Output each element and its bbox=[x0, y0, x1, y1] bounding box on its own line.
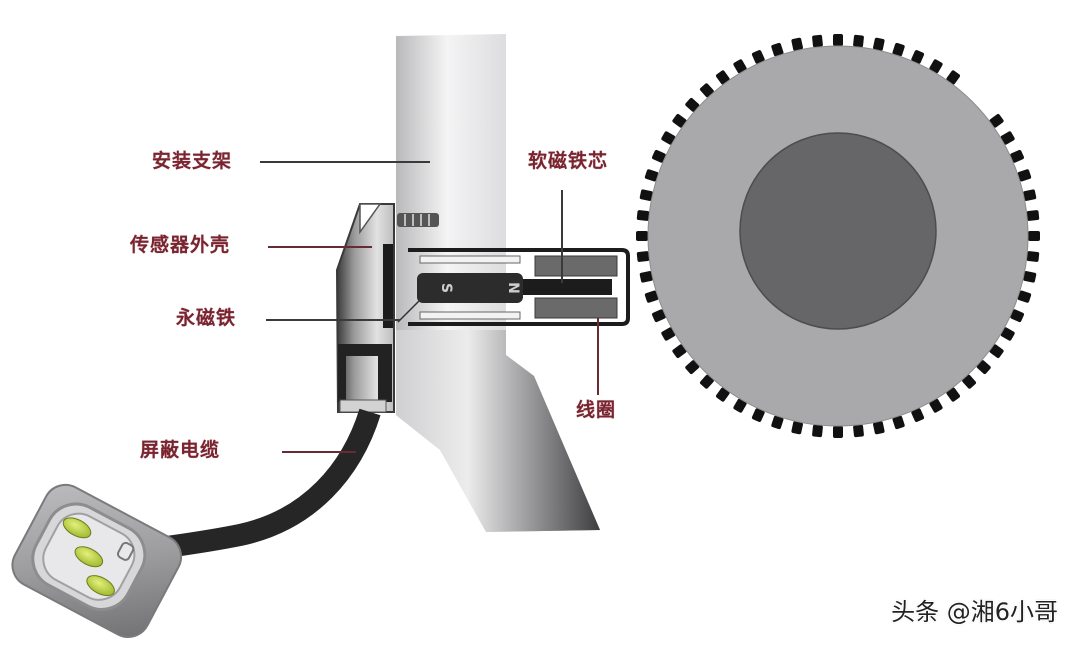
wheel-tooth bbox=[873, 37, 885, 51]
label-sensor-housing: 传感器外壳 bbox=[130, 234, 231, 256]
wheel-tooth bbox=[946, 70, 960, 85]
wheel-tooth bbox=[661, 131, 676, 145]
wheel-tooth bbox=[644, 290, 659, 303]
north-pole-label: N bbox=[505, 282, 521, 294]
wheel-tooth bbox=[929, 59, 943, 74]
wheel-tooth bbox=[833, 426, 843, 438]
wheel-tooth bbox=[873, 421, 885, 435]
wheel-tooth bbox=[685, 360, 700, 375]
wheel-tooth bbox=[812, 424, 823, 438]
watermark: 头条 @湘6小哥 bbox=[891, 598, 1058, 626]
wheel-tooth bbox=[1026, 210, 1040, 221]
wheel-tooth bbox=[652, 309, 666, 323]
label-soft-iron-core: 软磁铁芯 bbox=[528, 150, 609, 172]
wheel-tooth bbox=[892, 42, 905, 57]
wheel-teeth bbox=[636, 34, 1040, 438]
wheel-tooth bbox=[1010, 309, 1024, 323]
coil-lower bbox=[534, 297, 618, 319]
connector-plug bbox=[11, 483, 183, 638]
connector-pin-3 bbox=[86, 575, 115, 597]
wheel-tooth bbox=[1017, 290, 1032, 303]
permanent-magnet bbox=[417, 273, 523, 303]
wheel-tooth bbox=[1000, 327, 1015, 341]
wheel-hub bbox=[739, 132, 937, 330]
wheel-tooth bbox=[639, 271, 653, 283]
sensor-probe: S N bbox=[397, 248, 630, 326]
label-mounting-bracket: 安装支架 bbox=[152, 150, 233, 172]
wheel-tooth bbox=[751, 50, 765, 64]
wheel-tooth bbox=[685, 97, 700, 112]
wheel-tooth bbox=[636, 231, 648, 241]
wheel-tooth bbox=[716, 387, 730, 402]
wheel-tooth bbox=[791, 37, 803, 51]
wheel-tooth bbox=[911, 50, 925, 64]
wheel-tooth bbox=[1023, 271, 1037, 283]
wheel-tooth bbox=[929, 398, 943, 413]
wheel-tooth bbox=[1023, 189, 1037, 201]
trigger-wheel bbox=[636, 34, 1040, 438]
label-coil: 线圈 bbox=[576, 399, 617, 421]
wheel-tooth bbox=[812, 34, 823, 48]
wheel-tooth bbox=[962, 374, 977, 389]
wheel-tooth bbox=[1028, 231, 1040, 241]
wheel-tooth bbox=[661, 327, 676, 341]
connector-pin-2 bbox=[74, 546, 104, 568]
leader-lines bbox=[260, 161, 599, 453]
wheel-tooth bbox=[1010, 149, 1024, 163]
wheel-tooth bbox=[946, 387, 960, 402]
wheel-tooth bbox=[1017, 169, 1032, 182]
shielded-cable bbox=[158, 408, 381, 559]
south-pole-label: S bbox=[438, 283, 454, 293]
wheel-tooth bbox=[652, 149, 666, 163]
label-shielded-cable: 屏蔽电缆 bbox=[140, 439, 221, 461]
wheel-tooth bbox=[1026, 251, 1040, 262]
label-permanent-magnet: 永磁铁 bbox=[176, 307, 237, 329]
wheel-tooth bbox=[672, 344, 687, 358]
soft-iron-core bbox=[520, 279, 612, 295]
wheel-tooth bbox=[911, 408, 925, 422]
wheel-tooth bbox=[733, 59, 747, 74]
wheel-tooth bbox=[672, 114, 687, 128]
wheel-tooth bbox=[639, 189, 653, 201]
sensor-housing bbox=[335, 203, 395, 413]
wheel-tooth bbox=[644, 169, 659, 182]
wheel-tooth bbox=[853, 424, 864, 438]
wheel-tooth bbox=[636, 210, 650, 221]
connector-pin-1 bbox=[62, 517, 92, 539]
wheel-tooth bbox=[636, 251, 650, 262]
wheel-tooth bbox=[989, 344, 1004, 358]
wheel-tooth bbox=[771, 415, 784, 430]
wheel-tooth bbox=[853, 34, 864, 48]
wheel-tooth bbox=[791, 421, 803, 435]
wheel-tooth bbox=[833, 34, 843, 46]
wheel-tooth bbox=[892, 415, 905, 430]
wheel-tooth bbox=[716, 70, 730, 85]
wheel-tooth bbox=[1000, 131, 1015, 145]
coil-upper bbox=[534, 255, 618, 277]
wheel-tooth bbox=[989, 114, 1004, 128]
wheel-tooth bbox=[699, 374, 714, 389]
wheel-tooth bbox=[733, 398, 747, 413]
wheel-tooth bbox=[771, 42, 784, 57]
wheel-tooth bbox=[751, 408, 765, 422]
wheel-tooth bbox=[699, 83, 714, 98]
wheel-tooth bbox=[976, 360, 991, 375]
